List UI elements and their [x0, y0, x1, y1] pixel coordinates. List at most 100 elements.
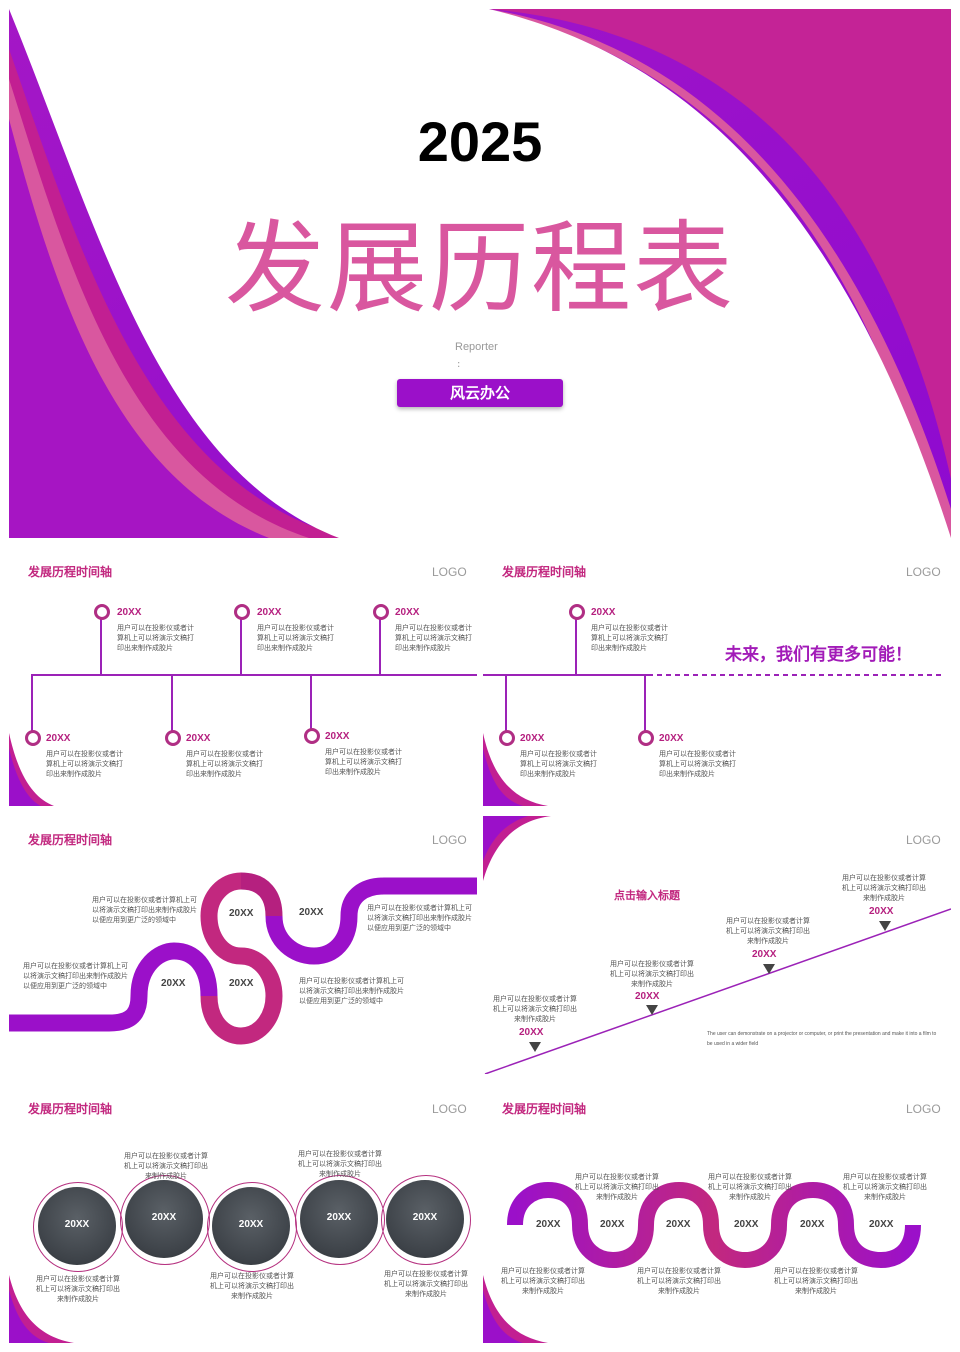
- english-desc: The user can demonstrate on a projector …: [707, 1031, 937, 1047]
- curve-year: 20XX: [229, 978, 254, 989]
- item-desc: 用户可以在投影仪或者计算机上可以将演示文稿打印出来制作成胶片: [610, 960, 694, 988]
- logo: LOGO: [432, 833, 467, 847]
- item-desc: 用户可以在投影仪或者计算机上可以将演示文稿打印出来制作成胶片: [520, 750, 597, 778]
- circle-item: 20XX: [300, 1180, 378, 1258]
- future-text: 未来，我们有更多可能！: [725, 645, 912, 665]
- wave-desc: 用户可以在投影仪或者计算机上可以将演示文稿打印出来制作成胶片: [708, 1173, 792, 1201]
- item-desc: 用户可以在投影仪或者计算机上可以将演示文稿打印出来制作成胶片: [726, 917, 810, 945]
- item-desc: 用户可以在投影仪或者计算机上可以将演示文稿打印出来制作成胶片: [325, 748, 402, 776]
- item-desc: 用户可以在投影仪或者计算机上可以将演示文稿打印出来制作成胶片: [842, 874, 926, 902]
- item-year: 20XX: [257, 607, 282, 618]
- slide-title: 发展历程时间轴: [28, 833, 113, 847]
- reporter-label: Reporter: [455, 341, 498, 353]
- item-year: 20XX: [46, 733, 71, 744]
- curve-desc: 用户可以在投影仪或者计算机上可以将演示文稿打印出来制作成胶片以便应用到更广泛的领…: [299, 977, 404, 1005]
- timeline-slide-6: 发展历程时间轴 LOGO 20XX 20XX 20XX 20XX 20XX 20…: [483, 1085, 951, 1343]
- circle-ring: [381, 1175, 471, 1265]
- wave-desc: 用户可以在投影仪或者计算机上可以将演示文稿打印出来制作成胶片: [575, 1173, 659, 1201]
- item-year: 20XX: [591, 607, 616, 618]
- item-desc: 用户可以在投影仪或者计算机上可以将演示文稿打印出来制作成胶片: [493, 995, 577, 1023]
- slide-title: 发展历程时间轴: [28, 1102, 113, 1116]
- curve-desc: 用户可以在投影仪或者计算机上可以将演示文稿打印出来制作成胶片以便应用到更广泛的领…: [92, 896, 197, 924]
- item-year: 20XX: [869, 906, 894, 917]
- timeline-node: [569, 604, 585, 620]
- circle-year: 20XX: [326, 1212, 352, 1223]
- item-desc: 用户可以在投影仪或者计算机上可以将演示文稿打印出来制作成胶片: [395, 624, 472, 652]
- slide-heading[interactable]: 点击输入标题: [614, 889, 680, 902]
- item-desc: 用户可以在投影仪或者计算机上可以将演示文稿打印出来制作成胶片: [591, 624, 668, 652]
- item-year: 20XX: [519, 1027, 544, 1038]
- item-year: 20XX: [635, 991, 660, 1002]
- wave-desc: 用户可以在投影仪或者计算机上可以将演示文稿打印出来制作成胶片: [637, 1267, 721, 1295]
- corner-decoration: [9, 674, 477, 806]
- connector: [379, 616, 381, 675]
- circle-desc: 用户可以在投影仪或者计算机上可以将演示文稿打印出来制作成胶片: [36, 1275, 120, 1303]
- cover-slide: 2025 发展历程表 Reporter : 风云办公: [9, 9, 951, 538]
- item-year: 20XX: [186, 733, 211, 744]
- circle-item: 20XX: [38, 1187, 116, 1265]
- logo: LOGO: [432, 565, 467, 579]
- circle-desc: 用户可以在投影仪或者计算机上可以将演示文稿打印出来制作成胶片: [298, 1150, 382, 1178]
- wave-year: 20XX: [734, 1219, 759, 1230]
- curve-desc: 用户可以在投影仪或者计算机上可以将演示文稿打印出来制作成胶片以便应用到更广泛的领…: [367, 904, 472, 932]
- timeline-node: [499, 730, 515, 746]
- item-desc: 用户可以在投影仪或者计算机上可以将演示文稿打印出来制作成胶片: [186, 750, 263, 778]
- timeline-node: [638, 730, 654, 746]
- wave-desc: 用户可以在投影仪或者计算机上可以将演示文稿打印出来制作成胶片: [774, 1267, 858, 1295]
- diagonal-timeline: [483, 816, 951, 1074]
- wave-year: 20XX: [869, 1219, 894, 1230]
- timeline-slide-5: 发展历程时间轴 LOGO 20XX 20XX 20XX 20XX 20XX 用户…: [9, 1085, 477, 1343]
- corner-decoration: [483, 674, 941, 806]
- curve-year: 20XX: [229, 908, 254, 919]
- logo: LOGO: [906, 1102, 941, 1116]
- circle-desc: 用户可以在投影仪或者计算机上可以将演示文稿打印出来制作成胶片: [210, 1272, 294, 1300]
- item-year: 20XX: [117, 607, 142, 618]
- curve-year: 20XX: [161, 978, 186, 989]
- logo: LOGO: [906, 565, 941, 579]
- connector: [310, 675, 312, 729]
- curve-desc: 用户可以在投影仪或者计算机上可以将演示文稿打印出来制作成胶片以便应用到更广泛的领…: [23, 962, 128, 990]
- cover-button[interactable]: 风云办公: [397, 379, 563, 407]
- item-year: 20XX: [752, 949, 777, 960]
- circle-item: 20XX: [212, 1187, 290, 1265]
- item-year: 20XX: [659, 733, 684, 744]
- connector: [240, 616, 242, 675]
- timeline-slide-2: 发展历程时间轴 LOGO 20XX 用户可以在投影仪或者计算机上可以将演示文稿打…: [483, 548, 951, 806]
- timeline-node: [94, 604, 110, 620]
- corner-decoration: [9, 1275, 74, 1343]
- logo: LOGO: [906, 833, 941, 847]
- item-desc: 用户可以在投影仪或者计算机上可以将演示文稿打印出来制作成胶片: [257, 624, 334, 652]
- circle-year: 20XX: [151, 1212, 177, 1223]
- connector: [31, 675, 33, 731]
- timeline-node: [234, 604, 250, 620]
- wave-desc: 用户可以在投影仪或者计算机上可以将演示文稿打印出来制作成胶片: [501, 1267, 585, 1295]
- timeline-node: [373, 604, 389, 620]
- item-year: 20XX: [520, 733, 545, 744]
- cover-title: 发展历程表: [225, 210, 735, 327]
- item-year: 20XX: [325, 731, 350, 742]
- connector: [505, 675, 507, 731]
- timeline-node: [165, 730, 181, 746]
- circle-desc: 用户可以在投影仪或者计算机上可以将演示文稿打印出来制作成胶片: [124, 1152, 208, 1180]
- connector: [575, 616, 577, 675]
- logo: LOGO: [432, 1102, 467, 1116]
- slide-title: 发展历程时间轴: [28, 565, 113, 579]
- item-desc: 用户可以在投影仪或者计算机上可以将演示文稿打印出来制作成胶片: [46, 750, 123, 778]
- timeline-node: [304, 728, 320, 744]
- wave-year: 20XX: [600, 1219, 625, 1230]
- circle-item: 20XX: [386, 1180, 464, 1258]
- timeline-slide-3: 发展历程时间轴 LOGO 20XX 20XX 20XX 20XX 用户可以在投影…: [9, 816, 477, 1074]
- timeline-node: [25, 730, 41, 746]
- circle-item: 20XX: [125, 1180, 203, 1258]
- connector: [171, 675, 173, 731]
- wave-year: 20XX: [536, 1219, 561, 1230]
- circle-year: 20XX: [412, 1212, 438, 1223]
- cover-year: 2025: [417, 110, 543, 173]
- circle-year: 20XX: [238, 1219, 264, 1230]
- circle-year: 20XX: [64, 1219, 90, 1230]
- timeline-slide-1: 发展历程时间轴 LOGO 20XX 用户可以在投影仪或者计算机上可以将演示文稿打…: [9, 548, 477, 806]
- connector: [644, 675, 646, 731]
- wave-timeline: [483, 1181, 921, 1343]
- slide-title: 发展历程时间轴: [502, 1102, 587, 1116]
- cover-background: [9, 9, 951, 538]
